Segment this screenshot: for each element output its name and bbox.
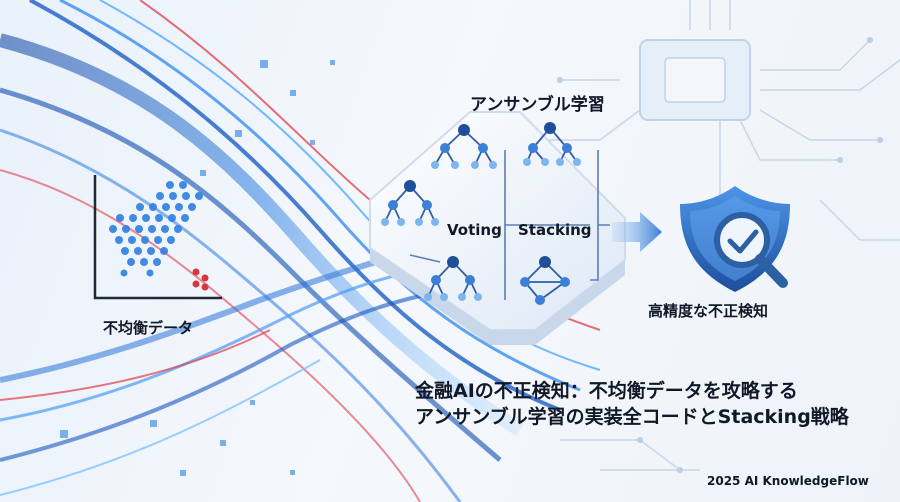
headline-line-1: 金融AIの不正検知：不均衡データを攻略する (415, 380, 798, 402)
imbalanced-data-label: 不均衡データ (103, 319, 194, 337)
arrow-icon (612, 212, 662, 252)
footer-credit: 2025 AI KnowledgeFlow (707, 474, 869, 488)
ensemble-title: アンサンブル学習 (470, 95, 605, 115)
headline-line-2: アンサンブル学習の実装全コードとStacking戦略 (415, 406, 849, 428)
flow-connectors (409, 150, 610, 300)
circuit-chip-icon (639, 39, 751, 121)
shield-check-icon (680, 186, 790, 292)
magnifier-icon (755, 254, 788, 288)
decision-tree-icons (384, 127, 578, 301)
data-particles (60, 60, 335, 476)
scatter-plot-icon (93, 175, 222, 300)
stacking-label: Stacking (518, 221, 592, 239)
voting-label: Voting (447, 221, 502, 239)
tree-nodes (381, 122, 581, 305)
detection-label: 高精度な不正検知 (648, 302, 769, 320)
headline: 金融AIの不正検知：不均衡データを攻略する アンサンブル学習の実装全コードとSt… (415, 378, 849, 430)
